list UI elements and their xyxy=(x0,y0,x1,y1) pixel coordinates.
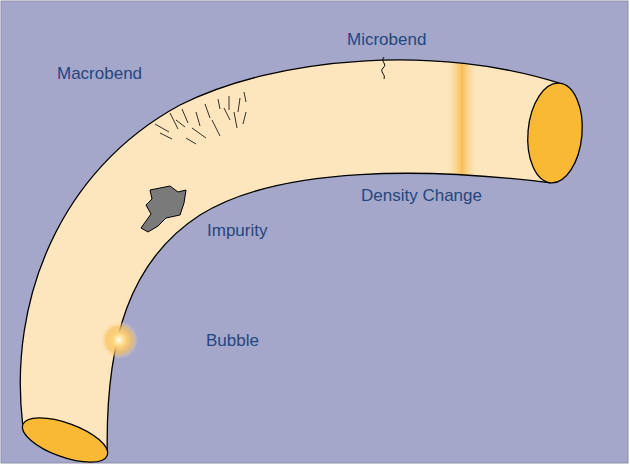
defect-label: Bubble xyxy=(206,331,259,351)
macrobend-cracks xyxy=(155,92,246,144)
fiber-end-right xyxy=(524,81,587,185)
bubble-defect xyxy=(100,321,138,359)
defect-label: Impurity xyxy=(207,221,267,241)
defect-label: Macrobend xyxy=(57,64,142,84)
defect-label: Density Change xyxy=(361,186,482,206)
fiber-inner-edge xyxy=(107,173,550,455)
fiber-end-bottom xyxy=(17,409,113,465)
defect-label: Microbend xyxy=(347,30,426,50)
fiber-outer-edge xyxy=(20,60,559,425)
microbend-crack xyxy=(382,57,385,79)
impurity-particle xyxy=(141,186,186,232)
